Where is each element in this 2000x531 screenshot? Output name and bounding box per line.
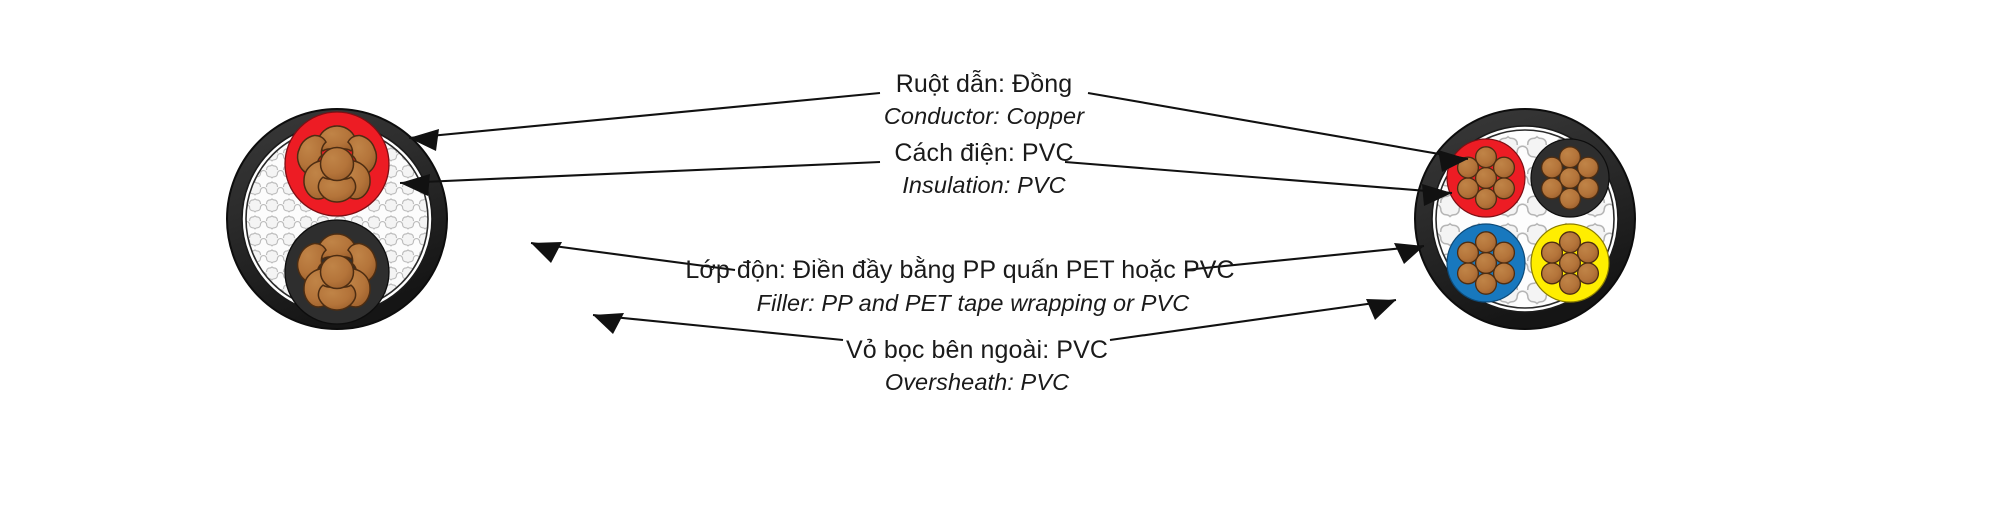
leader-oversheath-right (1109, 298, 1397, 342)
arrow-oversheath-left (593, 313, 624, 334)
arrow-oversheath-right (1366, 299, 1396, 320)
leader-conductor-left (408, 91, 881, 151)
label-filler-vi: Lớp độn: Điền đầy bằng PP quấn PET hoặc … (685, 255, 1234, 284)
leader-insulation-left (399, 160, 881, 196)
right-core-black (1530, 138, 1610, 218)
label-insulation-vi: Cách điện: PVC (894, 139, 1073, 167)
right-conductor-yellow (1540, 231, 1600, 295)
left-core-black (284, 219, 390, 325)
label-conductor-en: Conductor: Copper (884, 103, 1085, 129)
left-conductor-red (296, 125, 378, 203)
leader-oversheath-left (592, 313, 844, 342)
leader-filler-right (1184, 243, 1425, 272)
leader-conductor-right (1087, 91, 1469, 172)
cable-left (226, 108, 448, 330)
leader-filler-left (530, 241, 736, 272)
arrow-filler-left (531, 242, 562, 263)
arrow-conductor-left (409, 129, 439, 151)
leader-insulation-right (1064, 160, 1453, 206)
left-conductor-black (296, 233, 378, 311)
label-filler-en: Filler: PP and PET tape wrapping or PVC (757, 290, 1191, 316)
arrow-conductor-right (1438, 150, 1468, 172)
arrow-insulation-right (1422, 184, 1452, 206)
right-conductor-red (1456, 146, 1516, 210)
label-insulation: Cách điện: PVC Insulation: PVC (894, 139, 1073, 198)
cable-right (1414, 108, 1636, 330)
label-oversheath-vi: Vỏ bọc bên ngoài: PVC (846, 336, 1108, 364)
label-conductor-vi: Ruột dẫn: Đồng (896, 69, 1073, 98)
right-conductor-black (1540, 146, 1600, 210)
label-oversheath: Vỏ bọc bên ngoài: PVC Oversheath: PVC (846, 336, 1108, 395)
label-insulation-en: Insulation: PVC (902, 172, 1066, 198)
right-core-blue (1446, 223, 1526, 303)
label-conductor: Ruột dẫn: Đồng Conductor: Copper (884, 69, 1085, 129)
left-core-red (284, 111, 390, 217)
right-core-yellow (1530, 223, 1610, 303)
right-core-red (1446, 138, 1526, 218)
label-oversheath-en: Oversheath: PVC (885, 369, 1070, 395)
right-conductor-blue (1456, 231, 1516, 295)
arrow-insulation-left (400, 174, 430, 196)
arrow-filler-right (1394, 243, 1424, 264)
label-filler: Lớp độn: Điền đầy bằng PP quấn PET hoặc … (685, 255, 1234, 316)
